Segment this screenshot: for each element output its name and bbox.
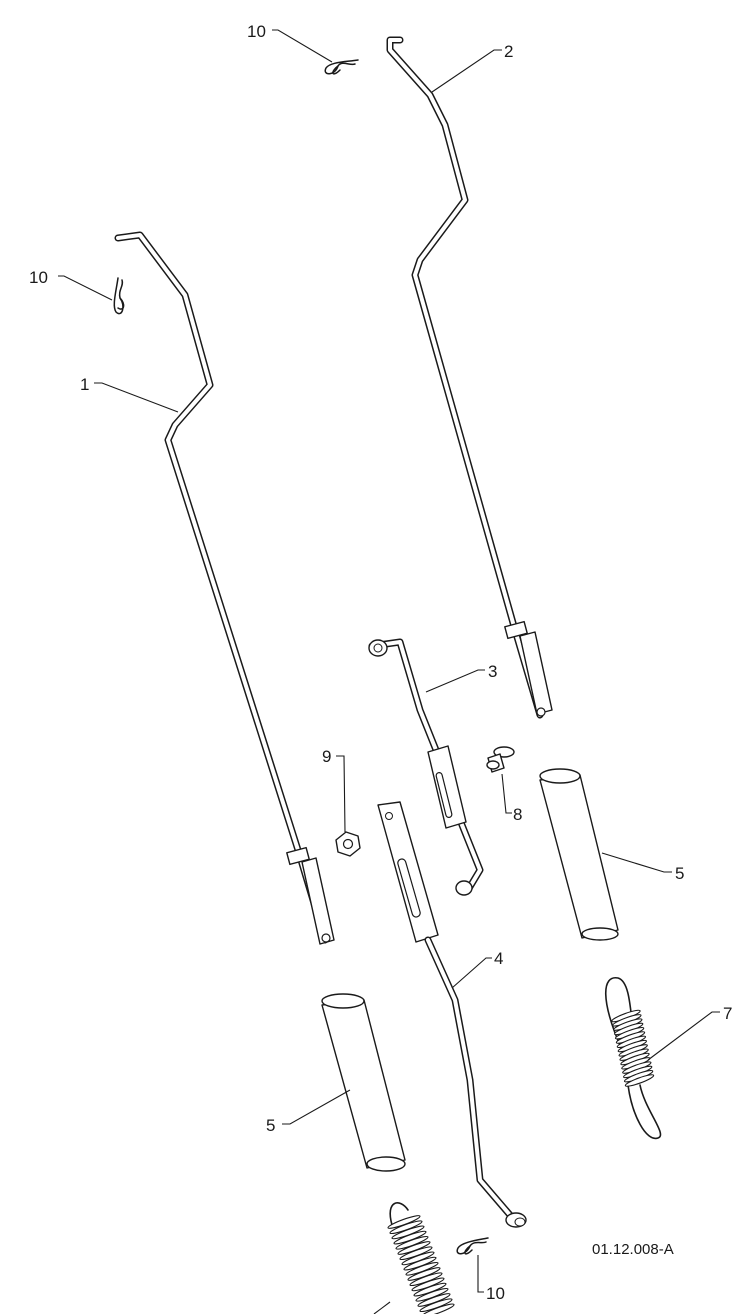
spring-lower [387,1202,455,1314]
spring-part-7 [604,977,662,1140]
callout-5-lower: 5 [266,1116,275,1135]
rod-part-2 [386,36,553,719]
pin-part-8 [486,746,515,773]
link-arm-part-3 [368,638,484,896]
callout-5-upper: 5 [675,864,684,883]
callout-2: 2 [504,42,513,61]
grip-tube-part-5-upper [539,768,619,941]
callout-10-top: 10 [247,22,266,41]
callout-3: 3 [488,662,497,681]
rod-part-1 [114,231,335,945]
nut-part-9 [335,831,361,857]
callout-4: 4 [494,949,503,968]
link-bar-part-4 [377,801,527,1228]
clip-part-10-top [324,59,359,75]
callouts: 10 2 10 1 3 9 8 5 4 7 5 10 [29,22,732,1303]
callout-10-left: 10 [29,268,48,287]
leader-lines [58,29,720,1314]
callout-8: 8 [513,805,522,824]
callout-7: 7 [723,1004,732,1023]
clip-part-10-bottom [456,1237,489,1255]
callout-1: 1 [80,375,89,394]
spring-7-coil [624,1074,655,1087]
callout-10-bottom: 10 [486,1284,505,1303]
grip-tube-part-5-lower [321,993,406,1172]
clip-part-10-left [113,277,125,315]
reference-code: 01.12.008-A [592,1241,674,1258]
callout-9: 9 [322,747,331,766]
